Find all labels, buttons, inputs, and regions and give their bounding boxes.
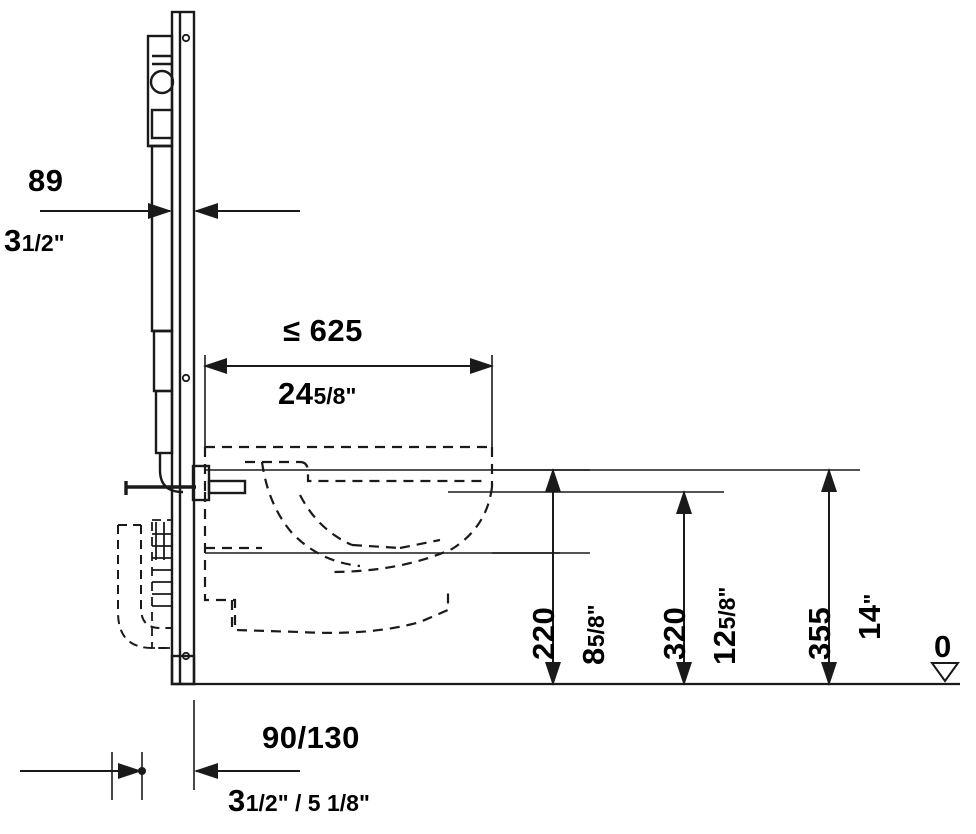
dim-label-320-imperial-frac: 5/8" xyxy=(714,586,740,630)
dim-label-90-130-imperial-whole: 3 xyxy=(228,783,246,818)
extension-lines xyxy=(111,150,860,800)
dim-label-220-imperial-whole: 8 xyxy=(576,647,611,665)
dim-label-355-metric: 355 xyxy=(802,606,837,660)
dim-label-220-imperial-frac: 5/8" xyxy=(583,604,609,648)
dim-label-89-metric: 89 xyxy=(28,163,64,198)
dim-label-89-imperial: 31/2" xyxy=(4,225,65,256)
dim-label-625-imperial: 245/8" xyxy=(278,378,356,409)
dim-label-220-imperial: 85/8" xyxy=(576,604,611,665)
dim-line-90-130 xyxy=(20,763,300,779)
installation-frame xyxy=(117,10,247,686)
wall-hung-toilet-outline xyxy=(203,445,494,634)
dim-label-355-imperial: 14" xyxy=(852,593,887,640)
dim-label-320-metric: 320 xyxy=(657,606,692,660)
dim-label-355-imperial-frac: " xyxy=(859,593,885,605)
dim-label-625-metric: ≤ 625 xyxy=(283,313,363,348)
dim-label-90-130-imperial: 31/2" / 5 1/8" xyxy=(228,785,370,816)
dim-label-220-metric: 220 xyxy=(526,606,561,660)
dim-label-625-imperial-whole: 24 xyxy=(278,376,314,411)
dim-label-355-imperial-whole: 14 xyxy=(852,604,887,640)
datum-triangle xyxy=(930,662,960,683)
dim-label-90-130-metric: 90/130 xyxy=(262,720,360,755)
dim-label-90-130-imperial-frac: 1/2" / 5 1/8" xyxy=(245,790,370,816)
dim-label-89-imperial-whole: 3 xyxy=(4,223,22,258)
dim-label-89-imperial-frac: 1/2" xyxy=(21,230,65,256)
datum-label-zero: 0 xyxy=(934,629,952,664)
dim-label-320-imperial: 125/8" xyxy=(707,586,742,665)
dim-label-320-imperial-whole: 12 xyxy=(707,629,742,665)
dim-label-625-imperial-frac: 5/8" xyxy=(313,383,357,409)
